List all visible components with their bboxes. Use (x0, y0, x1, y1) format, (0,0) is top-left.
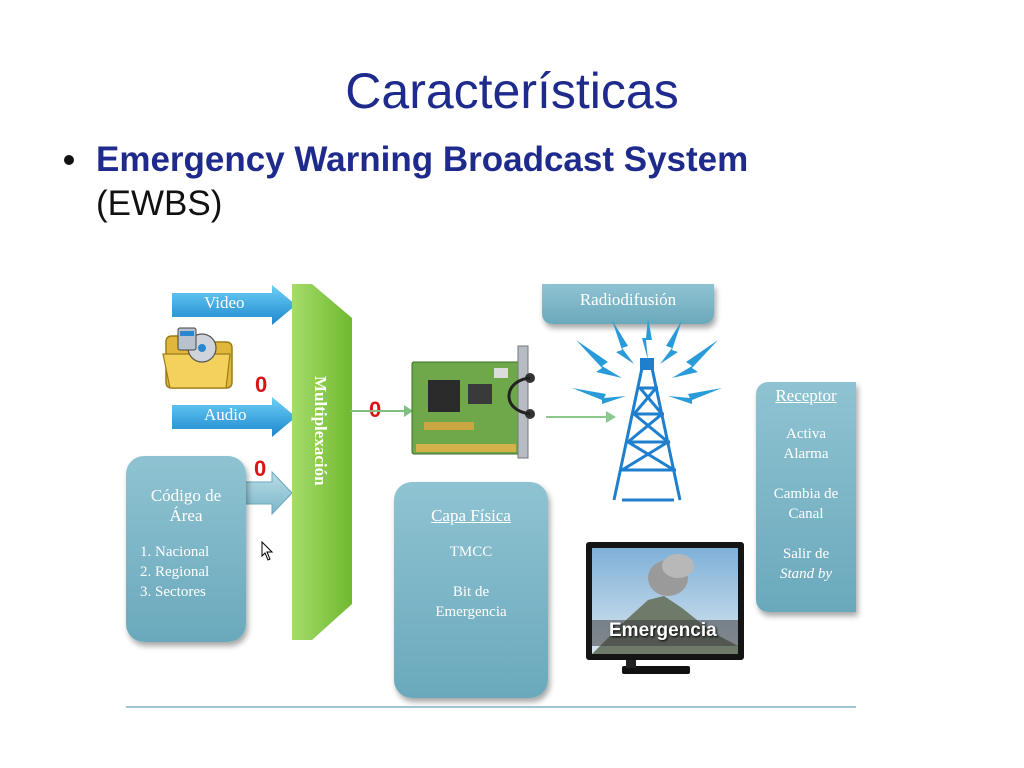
codigo-area-item-3: 3. Sectores (140, 584, 206, 600)
mux-to-card-arrow (350, 405, 413, 417)
bullet-text: Emergency Warning Broadcast System (EWBS… (96, 138, 748, 226)
audio-label: Audio (204, 405, 247, 424)
broadcast-tower-icon (572, 318, 722, 502)
zero-mark-mux-output: 0 (369, 397, 382, 422)
receptor-line-6: Stand by (779, 566, 833, 582)
receptor-line-1: Activa (786, 426, 826, 442)
bottom-divider (126, 706, 856, 708)
radiodifusion-label: Radiodifusión (579, 290, 677, 309)
receptor-line-4: Canal (788, 506, 824, 522)
codigo-area-item-2: 2. Regional (140, 564, 210, 580)
receptor-box: Receptor Activa Alarma Cambia de Canal S… (756, 382, 856, 612)
bullet-rest-text: (EWBS) (96, 184, 223, 223)
receptor-line-2: Alarma (783, 446, 829, 462)
video-label: Video (204, 293, 245, 312)
pci-card-icon (411, 345, 535, 459)
bullet-dot (64, 155, 74, 165)
audio-arrow (172, 397, 296, 437)
mux-label-container: Multiplexación (311, 376, 330, 486)
capa-fisica-title: Capa Física (431, 506, 511, 525)
codigo-area-box: Código de Área 1. Nacional 2. Regional 3… (126, 456, 246, 642)
tv-caption: Emergencia (609, 620, 717, 641)
zero-mark-audio: 0 (255, 372, 268, 397)
bullet-strong-text: Emergency Warning Broadcast System (96, 140, 749, 179)
receptor-line-3: Cambia de (773, 486, 839, 502)
card-to-tower-arrow (546, 411, 616, 423)
capa-fisica-box: Capa Física TMCC Bit de Emergencia (394, 482, 548, 698)
video-arrow (172, 285, 296, 325)
codigo-area-title-2: Área (169, 506, 203, 525)
folder-media-icon (162, 327, 233, 389)
receptor-line-5: Salir de (782, 546, 830, 562)
codigo-area-item-1: 1. Nacional (140, 544, 210, 560)
capa-fisica-line-2: Bit de (452, 584, 490, 600)
capa-fisica-line-1: TMCC (449, 544, 493, 560)
capa-fisica-line-3: Emergencia (435, 604, 507, 620)
codigo-area-title-1: Código de (150, 486, 222, 505)
mouse-cursor-icon (261, 541, 274, 561)
receptor-title: Receptor (775, 386, 837, 405)
mux-label: Multiplexación (311, 376, 330, 486)
radiodifusion-box: Radiodifusión (542, 284, 714, 324)
tv-screen-icon (586, 542, 744, 674)
multiplexer-block (292, 284, 352, 640)
zero-mark-code: 0 (254, 456, 267, 481)
slide-title: Características (345, 63, 679, 119)
